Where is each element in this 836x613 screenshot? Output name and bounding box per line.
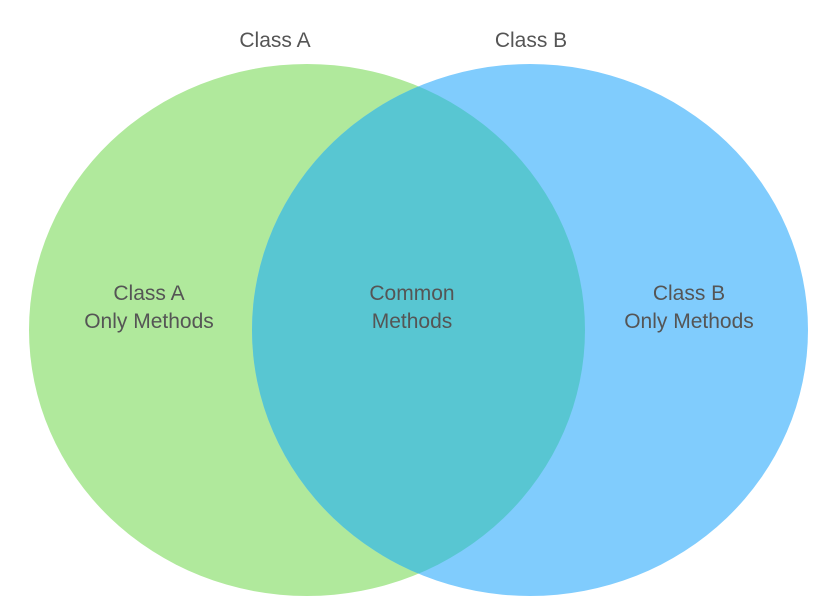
overlap-region <box>252 64 585 596</box>
b-only-label-line1: Class B <box>653 282 725 305</box>
common-label-line1: Common <box>369 282 454 305</box>
set-a-title: Class A <box>239 29 310 52</box>
b-only-label-line2: Only Methods <box>624 310 754 333</box>
a-only-label-line1: Class A <box>113 282 184 305</box>
a-only-label-line2: Only Methods <box>84 310 214 333</box>
common-label-line2: Methods <box>372 310 453 333</box>
set-b-title: Class B <box>495 29 567 52</box>
